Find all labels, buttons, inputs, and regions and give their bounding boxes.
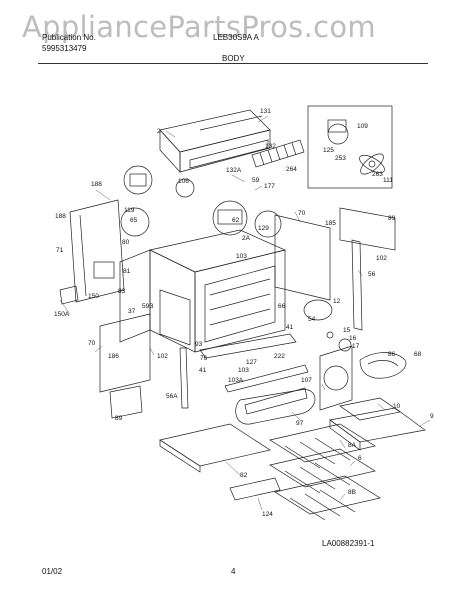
callout: 16: [349, 335, 357, 342]
callout: 264: [286, 166, 297, 173]
callout: 111: [383, 177, 393, 184]
callout: 103A: [228, 377, 244, 384]
trim-strip: [351, 239, 363, 331]
oven-racks: [269, 423, 381, 521]
terminal-block: [59, 261, 115, 305]
vent-grille: [251, 139, 305, 168]
callout: 9: [430, 413, 434, 420]
callout: 37: [128, 308, 136, 315]
callout: 66: [278, 303, 286, 310]
bake-element: [235, 389, 316, 425]
callout: 106: [178, 178, 189, 185]
lower-trim: [199, 333, 309, 415]
callout: 2: [157, 128, 161, 135]
callout: 86: [388, 351, 396, 358]
section-title: BODY: [222, 54, 245, 63]
callout: 102: [376, 255, 387, 262]
top-vent-assembly: [159, 109, 271, 173]
trim-strip-lower: [179, 347, 189, 409]
callout: 93: [195, 341, 203, 348]
callout: 6: [358, 455, 362, 462]
callout: 185: [325, 220, 336, 227]
callout: 56A: [166, 393, 178, 400]
callout: 125: [323, 147, 334, 154]
callout: 8B: [348, 489, 356, 496]
callout: 15: [343, 327, 351, 334]
callout: 68: [414, 351, 422, 358]
callout: 10: [393, 403, 401, 410]
drawer-front: [229, 477, 281, 501]
callout: 131: [260, 108, 271, 115]
callout: 80: [122, 239, 130, 246]
callout: 65: [130, 217, 138, 224]
callout: 124: [262, 511, 273, 518]
callout: 17: [352, 343, 360, 350]
callout: 82: [240, 472, 248, 479]
oven-body: [119, 229, 287, 353]
callout: 59: [252, 177, 260, 184]
fan-motor-inset: [307, 105, 393, 189]
callout: 127: [246, 359, 257, 366]
convection-element: [359, 352, 407, 379]
callout: 2A: [242, 235, 251, 242]
callout: 41: [199, 367, 207, 374]
door-latch: [303, 299, 352, 352]
left-lower-panel: [99, 313, 151, 393]
callout: 83: [118, 288, 126, 295]
page-number: 4: [231, 567, 236, 576]
callout: 76: [200, 355, 208, 362]
publication-label: Publication No.: [42, 33, 96, 42]
callout: 89: [388, 215, 396, 222]
callout: 70: [88, 340, 96, 347]
callout: 103: [236, 253, 247, 260]
detail-circles: [120, 200, 282, 238]
watermark: AppliancePartsPros.com: [22, 10, 376, 44]
callout: 12: [333, 298, 341, 305]
callout: 109: [357, 123, 368, 130]
broil-pan: [329, 397, 426, 451]
print-date: 01/02: [42, 567, 63, 576]
header-divider: [38, 63, 428, 64]
callout: 129: [258, 225, 269, 232]
callout: 253: [335, 155, 346, 162]
callout: 103: [238, 367, 249, 374]
callout: 177: [264, 183, 275, 190]
callout: 81: [123, 268, 131, 275]
publication-number: 5995313479: [42, 44, 87, 53]
model-number: LEB30S9A A: [213, 33, 259, 42]
callout: 54: [308, 316, 316, 323]
left-side-panel: [69, 199, 125, 303]
right-side-panel: [274, 214, 331, 301]
callout: 222: [274, 353, 285, 360]
convection-cover: [319, 345, 353, 411]
part-callouts: 131 2 132 106 109 125 253 263 111 264 17…: [54, 108, 434, 518]
callout: 132: [265, 143, 276, 150]
callout: 188: [91, 181, 102, 188]
base-panel: [109, 385, 143, 419]
callout: 56: [368, 271, 376, 278]
callout: 71: [56, 247, 64, 254]
callout: 263: [372, 171, 383, 178]
callout: 59B: [142, 303, 154, 310]
callout: 132A: [226, 167, 242, 174]
callout: 89: [115, 415, 123, 422]
callout: 102: [157, 353, 168, 360]
callout: 41: [286, 324, 294, 331]
rear-panel: [339, 207, 396, 251]
switch-inset: [123, 165, 195, 198]
callout: 119: [124, 207, 135, 214]
callout: 8A: [348, 442, 357, 449]
callout: 150A: [54, 311, 70, 318]
callout: 186: [108, 353, 119, 360]
callout: 97: [296, 420, 304, 427]
callout: 70: [298, 210, 306, 217]
callout: 150: [88, 293, 99, 300]
diagram-id: LA00882391-1: [322, 539, 375, 548]
callout: 62: [232, 217, 240, 224]
callout: 188: [55, 213, 66, 220]
oven-bottom: [159, 423, 271, 473]
callout: 107: [301, 377, 312, 384]
